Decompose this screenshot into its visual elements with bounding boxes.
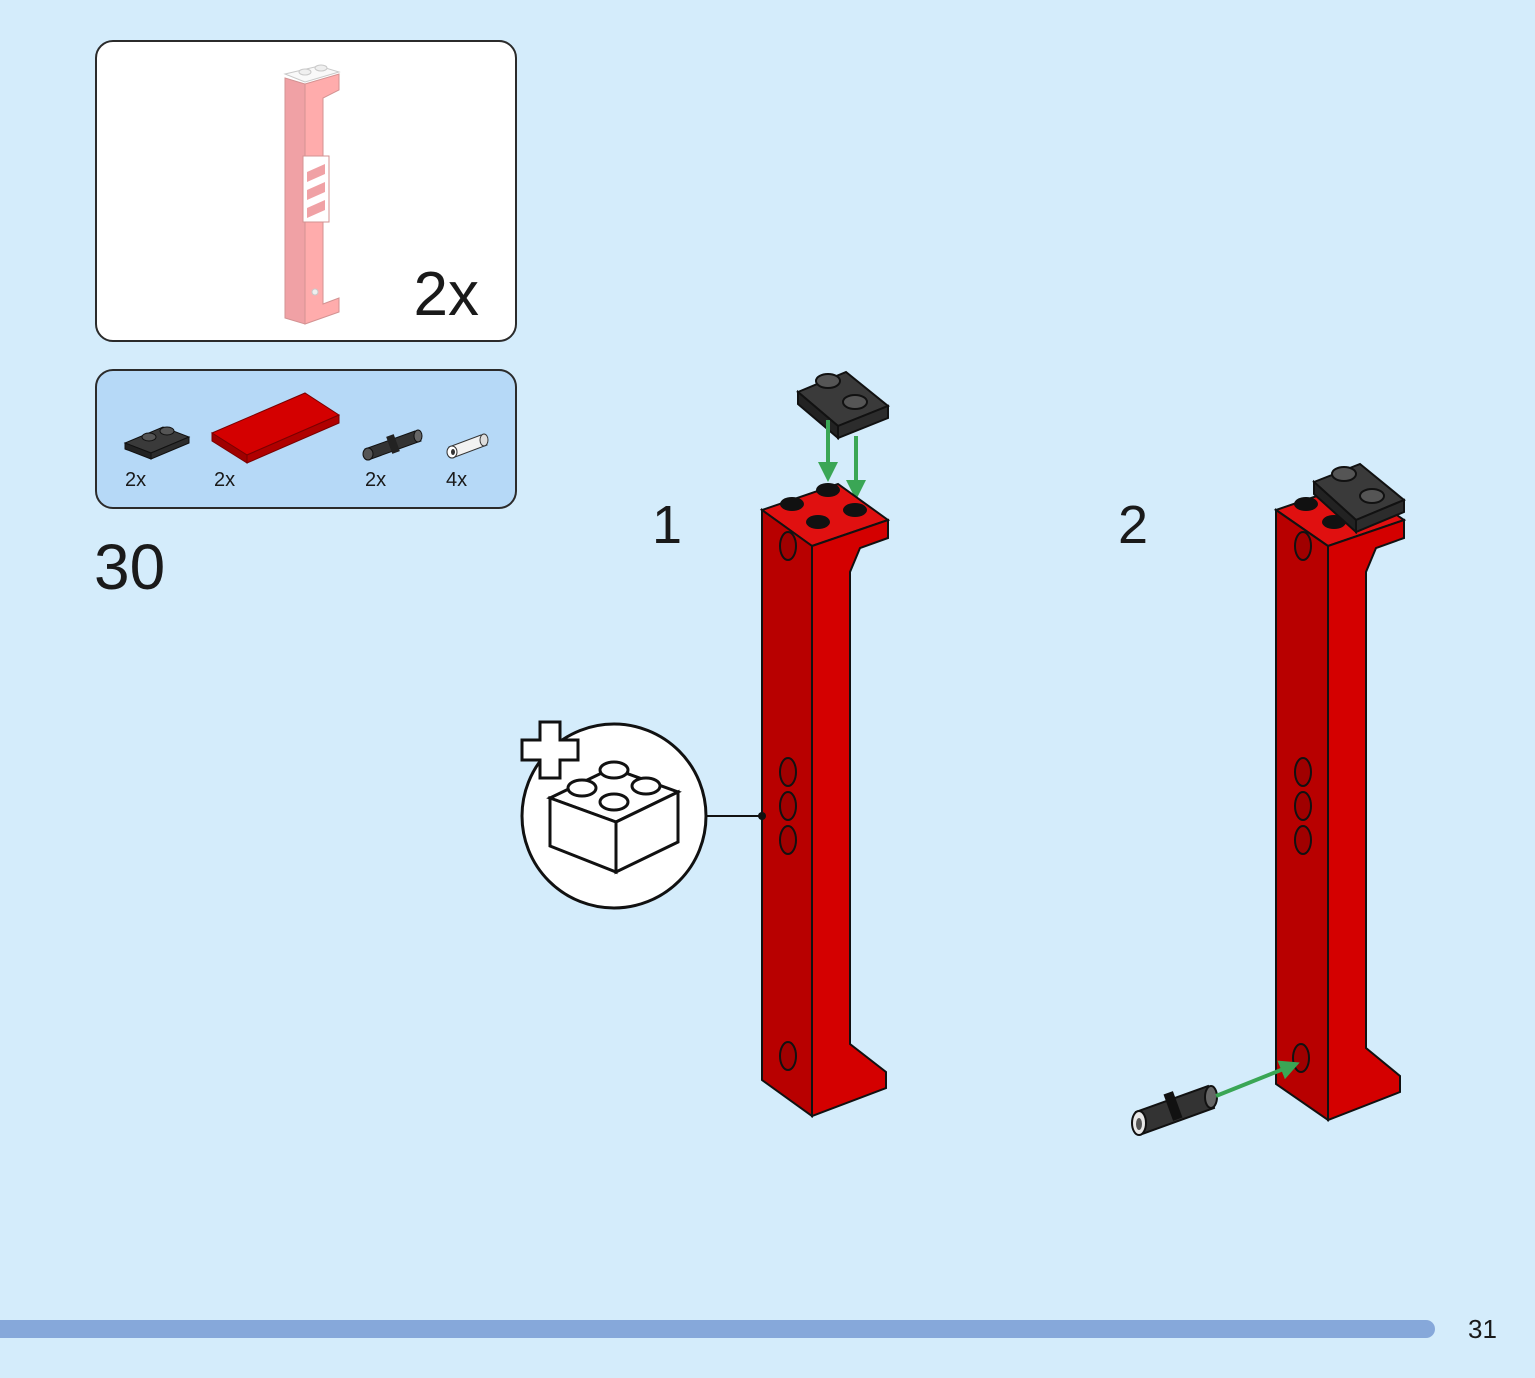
substep-number-2: 2: [1118, 495, 1149, 555]
parts-list-panel: 2x 2x 2x 4x: [95, 369, 517, 509]
black-pin-icon: [362, 429, 423, 461]
red-pillar-2: [1273, 482, 1407, 1122]
step-number: 30: [94, 531, 166, 603]
sub-assembly-panel: 2x: [95, 40, 517, 342]
black-plate-icon: [123, 426, 191, 460]
page-number: 31: [1468, 1314, 1497, 1344]
insert-arrows: [818, 420, 866, 500]
part-qty-gray-pin: 4x: [446, 469, 468, 491]
sub-assembly-multiplier: 2x: [413, 260, 479, 329]
part-qty-black-plate: 2x: [125, 469, 147, 491]
red-tile-icon: [210, 392, 341, 464]
plus-icon: [520, 720, 580, 780]
faded-pillar-preview: [283, 64, 341, 325]
assembly-illustration: [520, 370, 1407, 1136]
black-plate-floating: [796, 370, 890, 441]
part-qty-black-pin: 2x: [365, 469, 387, 491]
brick-icon: [546, 760, 682, 875]
substep-number-1: 1: [652, 495, 683, 555]
black-pin-floating: [1131, 1084, 1218, 1136]
red-pillar-1: [759, 482, 891, 1118]
part-qty-red-tile: 2x: [214, 469, 236, 491]
new-brick-callout: [520, 720, 766, 910]
gray-pin-icon: [446, 433, 489, 459]
progress-bar: [0, 1320, 1435, 1338]
black-plate-attached: [1312, 462, 1406, 535]
pin-insert-arrow: [1215, 1060, 1300, 1098]
